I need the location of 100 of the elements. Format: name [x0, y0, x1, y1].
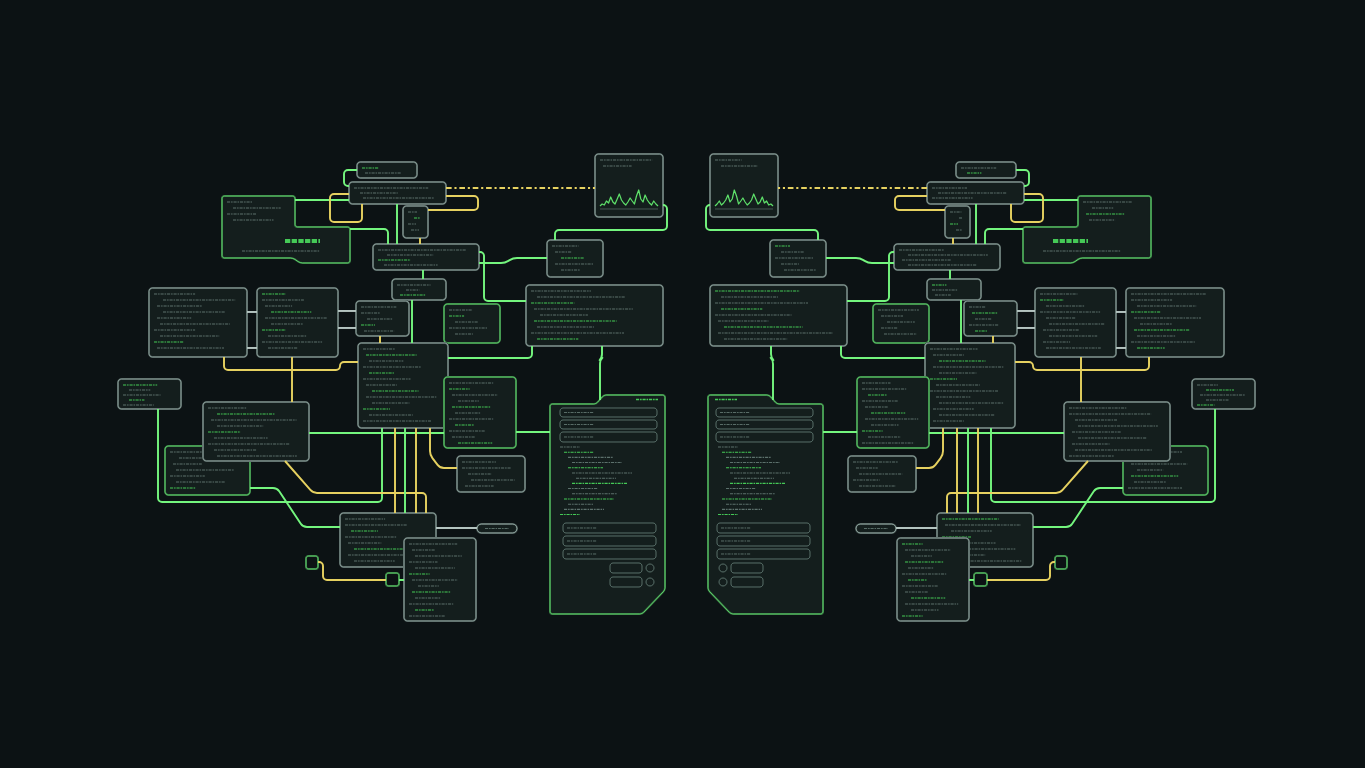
connector-line: [294, 199, 350, 201]
connector-line: [1032, 487, 1124, 528]
ui-panel: [391, 278, 447, 301]
chart-panel: [709, 153, 779, 218]
connector-line: [157, 408, 383, 503]
connector-line: [515, 431, 551, 433]
ui-panel: [403, 537, 477, 622]
connector-line: [928, 432, 1065, 434]
connector-line: [396, 203, 398, 245]
code-panel: [549, 394, 666, 615]
connector-line: [291, 356, 293, 403]
square-node: [385, 572, 400, 587]
connector-line: [822, 431, 858, 433]
connector-line: [846, 251, 895, 302]
connector-line: [422, 269, 424, 280]
connector-line: [960, 299, 962, 344]
ui-panel: [256, 287, 339, 358]
connector-line: [598, 345, 604, 401]
ui-panel: [1063, 401, 1171, 462]
square-node: [1054, 555, 1068, 570]
ui-panel: [963, 300, 1018, 337]
code-panel: [707, 394, 824, 615]
chart-panel: [594, 153, 664, 218]
ui-panel: [443, 303, 501, 344]
connector-line: [769, 345, 775, 401]
connector-line: [1014, 356, 1150, 371]
connector-line: [825, 257, 895, 264]
connector-line: [1010, 193, 1044, 223]
ui-panel: [769, 239, 827, 278]
dashed-connector: [445, 187, 596, 189]
ui-panel: [926, 181, 1025, 205]
connector-line: [284, 460, 427, 514]
connector-line: [986, 561, 1056, 581]
connector-line: [705, 204, 819, 241]
connector-line: [977, 427, 979, 514]
connector-line: [429, 427, 458, 469]
connector-line: [949, 269, 951, 280]
ui-panel: [202, 401, 310, 462]
pill-tag: [476, 523, 518, 534]
ui-panel: [709, 284, 848, 347]
connector-line: [308, 432, 445, 434]
connector-line: [956, 427, 958, 514]
connector-line: [946, 460, 1089, 514]
ui-panel: [372, 243, 480, 271]
ui-panel: [1034, 287, 1117, 358]
ui-panel: [926, 278, 982, 301]
connector-line: [349, 228, 389, 245]
connector-line: [427, 195, 479, 211]
ui-panel: [443, 376, 517, 449]
connector-line: [329, 193, 363, 223]
ui-panel: [456, 455, 526, 493]
connector-line: [404, 427, 406, 514]
connector-line: [343, 169, 358, 187]
connector-line: [447, 345, 533, 359]
connector-line: [992, 335, 994, 344]
ui-panel: [356, 161, 418, 179]
ui-panel: [893, 243, 1001, 271]
connector-line: [379, 335, 381, 344]
ui-panel: [348, 181, 447, 205]
ui-panel: [355, 300, 410, 337]
connector-line: [337, 310, 357, 312]
ui-panel: [357, 342, 449, 429]
ui-panel: [944, 205, 971, 239]
ui-panel: [402, 205, 429, 239]
connector-line: [1115, 311, 1127, 313]
connector-line: [478, 257, 548, 264]
pill-tag: [855, 523, 897, 534]
connector-line: [394, 427, 396, 514]
ui-panel: [148, 287, 248, 358]
connector-line: [975, 203, 977, 245]
connector-line: [411, 299, 413, 344]
connector-line: [419, 237, 421, 245]
ui-panel: [872, 303, 930, 344]
connector-line: [1015, 169, 1030, 187]
connector-line: [317, 561, 387, 581]
square-node: [305, 555, 319, 570]
connector-line: [246, 347, 258, 349]
connector-line: [554, 204, 668, 241]
ui-panel: [1125, 287, 1225, 358]
ui-panel: [221, 195, 351, 264]
connector-line: [1080, 356, 1082, 403]
connector-line: [984, 228, 1024, 245]
connector-line: [398, 579, 405, 581]
ui-panel: [856, 376, 930, 449]
connector-line: [415, 427, 417, 514]
square-node: [973, 572, 988, 587]
ui-panel: [847, 455, 917, 493]
dashed-connector: [777, 187, 928, 189]
ui-panel: [955, 161, 1017, 179]
connector-line: [895, 527, 938, 529]
connector-line: [967, 427, 969, 514]
ui-panel: [896, 537, 970, 622]
connector-line: [337, 327, 357, 329]
connector-line: [223, 356, 359, 371]
ui-panel: [546, 239, 604, 278]
connector-line: [1016, 327, 1036, 329]
connector-line: [246, 311, 258, 313]
connector-line: [478, 251, 527, 302]
ui-panel: [924, 342, 1016, 429]
connector-line: [915, 427, 944, 469]
